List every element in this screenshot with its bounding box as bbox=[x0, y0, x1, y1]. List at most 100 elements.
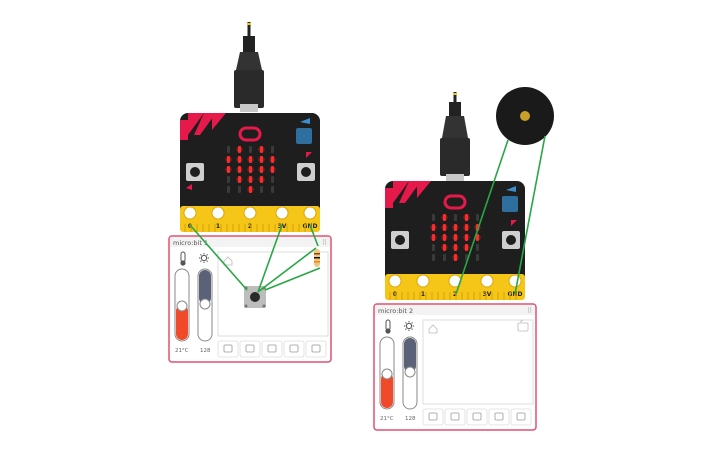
led-glow bbox=[441, 214, 448, 221]
button-a-1[interactable] bbox=[186, 163, 204, 181]
pin-0[interactable] bbox=[183, 206, 197, 220]
tilt-forward-button[interactable] bbox=[488, 408, 510, 426]
led-2-1 bbox=[238, 166, 241, 173]
touch-logo[interactable] bbox=[443, 194, 467, 210]
pin-gnd[interactable] bbox=[303, 206, 317, 220]
tilt-right-button[interactable] bbox=[466, 408, 488, 426]
tilt-back-icon bbox=[311, 344, 321, 353]
led-1-1 bbox=[238, 156, 241, 163]
led-1-2 bbox=[249, 156, 252, 163]
edge-pin-strip bbox=[449, 292, 451, 300]
edge-pin-strip bbox=[491, 292, 493, 300]
home-icon[interactable] bbox=[428, 324, 438, 334]
button-b-2[interactable] bbox=[502, 231, 520, 249]
led-4-4 bbox=[271, 186, 274, 193]
pin-2[interactable] bbox=[243, 206, 257, 220]
button-a-2[interactable] bbox=[391, 231, 409, 249]
led-3-4 bbox=[271, 176, 274, 183]
button-b-1[interactable] bbox=[297, 163, 315, 181]
led-3-2 bbox=[249, 176, 252, 183]
light-value-2: 128 bbox=[405, 416, 416, 422]
pin-label-1: 1 bbox=[421, 291, 425, 298]
led-glow bbox=[236, 166, 243, 173]
reset-button[interactable] bbox=[502, 196, 518, 212]
led-glow bbox=[441, 224, 448, 231]
tilt-back-button[interactable] bbox=[305, 340, 327, 358]
light-slider-2[interactable] bbox=[402, 336, 418, 410]
microbit-1[interactable]: 0123VGND bbox=[180, 22, 320, 232]
edge-pin-strip bbox=[395, 292, 397, 300]
led-glow bbox=[452, 244, 459, 251]
led-4-4 bbox=[476, 254, 479, 261]
led-glow bbox=[463, 234, 470, 241]
tilt-forward-icon bbox=[494, 412, 504, 421]
pin-1[interactable] bbox=[416, 274, 430, 288]
tilt-forward-button[interactable] bbox=[283, 340, 305, 358]
tilt-back-button[interactable] bbox=[510, 408, 532, 426]
led-glow bbox=[247, 176, 254, 183]
pin-0[interactable] bbox=[388, 274, 402, 288]
led-glow bbox=[441, 244, 448, 251]
interaction-area-1[interactable] bbox=[217, 251, 329, 337]
pin-3v[interactable] bbox=[480, 274, 494, 288]
led-glow bbox=[247, 156, 254, 163]
tilt-left-button[interactable] bbox=[444, 408, 466, 426]
led-3-3 bbox=[260, 176, 263, 183]
shake-gesture-icon bbox=[223, 344, 233, 353]
light-slider-1[interactable] bbox=[197, 268, 213, 342]
edge-pin-strip bbox=[509, 292, 511, 300]
resistor[interactable] bbox=[314, 249, 320, 267]
led-3-4 bbox=[476, 244, 479, 251]
led-4-0 bbox=[227, 186, 230, 193]
edge-pin-strip bbox=[202, 224, 204, 232]
led-3-1 bbox=[238, 176, 241, 183]
edge-pin-strip bbox=[274, 224, 276, 232]
edge-pin-strip bbox=[497, 292, 499, 300]
led-glow bbox=[452, 254, 459, 261]
led-glow bbox=[247, 186, 254, 193]
pin-gnd[interactable] bbox=[508, 274, 522, 288]
reset-button[interactable] bbox=[296, 128, 312, 144]
led-1-1 bbox=[443, 224, 446, 231]
tilt-right-button[interactable] bbox=[261, 340, 283, 358]
led-0-3 bbox=[260, 146, 263, 153]
pin-3v[interactable] bbox=[275, 206, 289, 220]
edge-pin-strip bbox=[485, 292, 487, 300]
light-value-1: 128 bbox=[200, 348, 211, 354]
led-3-0 bbox=[227, 176, 230, 183]
shake-gesture-button[interactable] bbox=[422, 408, 444, 426]
led-0-0 bbox=[432, 214, 435, 221]
rotate-icon[interactable] bbox=[517, 319, 529, 332]
temperature-slider-2[interactable] bbox=[379, 336, 395, 410]
led-1-3 bbox=[465, 224, 468, 231]
led-2-3 bbox=[260, 166, 263, 173]
piezo-buzzer[interactable] bbox=[496, 87, 554, 145]
touch-logo[interactable] bbox=[238, 126, 262, 142]
pin-1[interactable] bbox=[211, 206, 225, 220]
tilt-left-button[interactable] bbox=[239, 340, 261, 358]
led-2-2 bbox=[454, 234, 457, 241]
interaction-area-2[interactable] bbox=[422, 319, 534, 405]
edge-pin-strip bbox=[220, 224, 222, 232]
edge-pin-strip bbox=[298, 224, 300, 232]
edge-pin-strip bbox=[256, 224, 258, 232]
tilt-back-icon bbox=[516, 412, 526, 421]
led-0-1 bbox=[443, 214, 446, 221]
led-glow bbox=[258, 156, 265, 163]
edge-pin-strip bbox=[268, 224, 270, 232]
edge-pin-strip bbox=[226, 224, 228, 232]
edge-pin-strip bbox=[292, 224, 294, 232]
shake-gesture-button[interactable] bbox=[217, 340, 239, 358]
led-4-0 bbox=[432, 254, 435, 261]
led-3-0 bbox=[432, 244, 435, 251]
led-2-0 bbox=[432, 234, 435, 241]
temperature-slider-1[interactable] bbox=[174, 268, 190, 342]
led-2-4 bbox=[271, 166, 274, 173]
led-glow bbox=[463, 244, 470, 251]
edge-pin-strip bbox=[401, 292, 403, 300]
led-4-1 bbox=[238, 186, 241, 193]
tilt-left-icon bbox=[450, 412, 460, 421]
led-glow bbox=[258, 146, 265, 153]
led-glow bbox=[452, 234, 459, 241]
